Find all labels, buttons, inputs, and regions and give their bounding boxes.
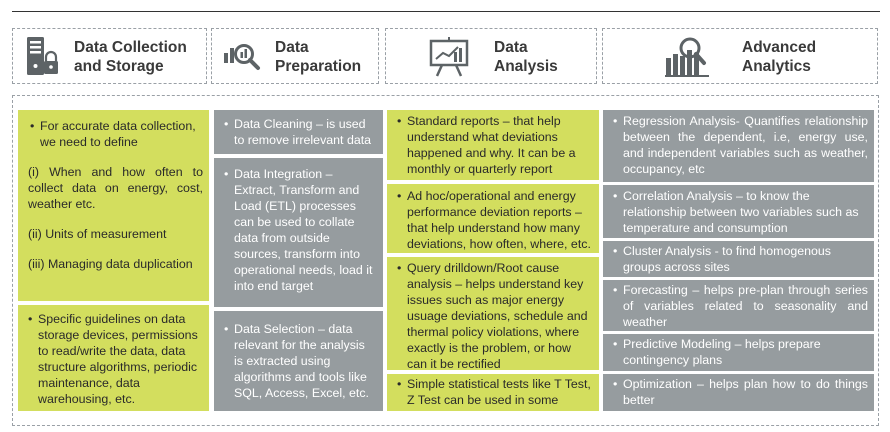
prep-selection-text: Data Selection – data relevant for the a… [224,321,377,401]
collection-intro: For accurate data collection, we need to… [30,118,203,150]
header-line2: Analysis [494,58,558,75]
analysis-stats-text: Simple statistical tests like T Test, Z … [397,376,593,411]
analysis-stats-box: Simple statistical tests like T Test, Z … [387,374,599,411]
header-line2: Analytics [742,58,811,75]
prep-integration-text: Data Integration – Extract, Transform an… [224,166,377,294]
header-line1: Data Collection [74,39,187,56]
header-line1: Data [275,39,309,56]
adv-cluster-box: Cluster Analysis - to find homogenous gr… [603,241,874,277]
analysis-adhoc-box: Ad hoc/operational and energy performanc… [387,184,599,253]
header-line1: Advanced [742,39,817,56]
server-lock-icon [27,37,58,75]
adv-predictive-box: Predictive Modeling – helps prepare cont… [603,334,874,371]
collection-item-3: (iii) Managing data duplication [28,257,193,271]
magnifier-chart-icon [224,44,260,70]
prep-integration-box: Data Integration – Extract, Transform an… [214,158,383,307]
adv-correlation-text: Correlation Analysis – to know the relat… [613,188,868,236]
adv-forecasting-text: Forecasting – helps pre-plan through ser… [613,282,868,330]
header-line2: Preparation [275,58,362,75]
collection-box: For accurate data collection, we need to… [18,110,209,301]
adv-forecasting-box: Forecasting – helps pre-plan through ser… [603,280,874,331]
analysis-query-text: Query drilldown/Root cause analysis – he… [397,260,593,370]
adv-optimization-text: Optimization – helps plan how to do thin… [613,376,868,408]
adv-predictive-text: Predictive Modeling – helps prepare cont… [613,336,868,368]
collection-item-1: (i) When and how often to collect data o… [28,165,203,211]
analysis-standard-box: Standard reports – that help understand … [387,110,599,180]
analysis-standard-text: Standard reports – that help understand … [397,113,593,177]
presentation-board-icon [429,37,469,77]
adv-cluster-text: Cluster Analysis - to find homogenous gr… [613,243,868,275]
header-data-collection: Data Collection and Storage [12,28,207,84]
header-advanced-analytics: Advanced Analytics [602,28,878,84]
adv-regression-box: Regression Analysis- Quantifies relation… [603,110,874,182]
adv-correlation-box: Correlation Analysis – to know the relat… [603,185,874,238]
adv-optimization-box: Optimization – helps plan how to do thin… [603,374,874,411]
header-data-preparation: Data Preparation [211,28,379,84]
prep-cleaning-text: Data Cleaning – is used to remove irrele… [224,116,377,148]
magnifier-bars-icon [665,37,709,77]
prep-selection-box: Data Selection – data relevant for the a… [214,311,383,411]
storage-text: Specific guidelines on data storage devi… [28,311,203,407]
collection-item-2: (ii) Units of measurement [28,227,167,241]
storage-box: Specific guidelines on data storage devi… [18,305,209,411]
prep-cleaning-box: Data Cleaning – is used to remove irrele… [214,110,383,154]
top-rule [12,11,880,12]
analysis-adhoc-text: Ad hoc/operational and energy performanc… [397,188,593,252]
header-data-analysis: Data Analysis [385,28,597,84]
content-container [12,95,879,426]
adv-regression-text: Regression Analysis- Quantifies relation… [613,113,868,177]
analysis-query-box: Query drilldown/Root cause analysis – he… [387,257,599,370]
header-line1: Data [494,39,528,56]
header-line2: and Storage [74,58,164,75]
